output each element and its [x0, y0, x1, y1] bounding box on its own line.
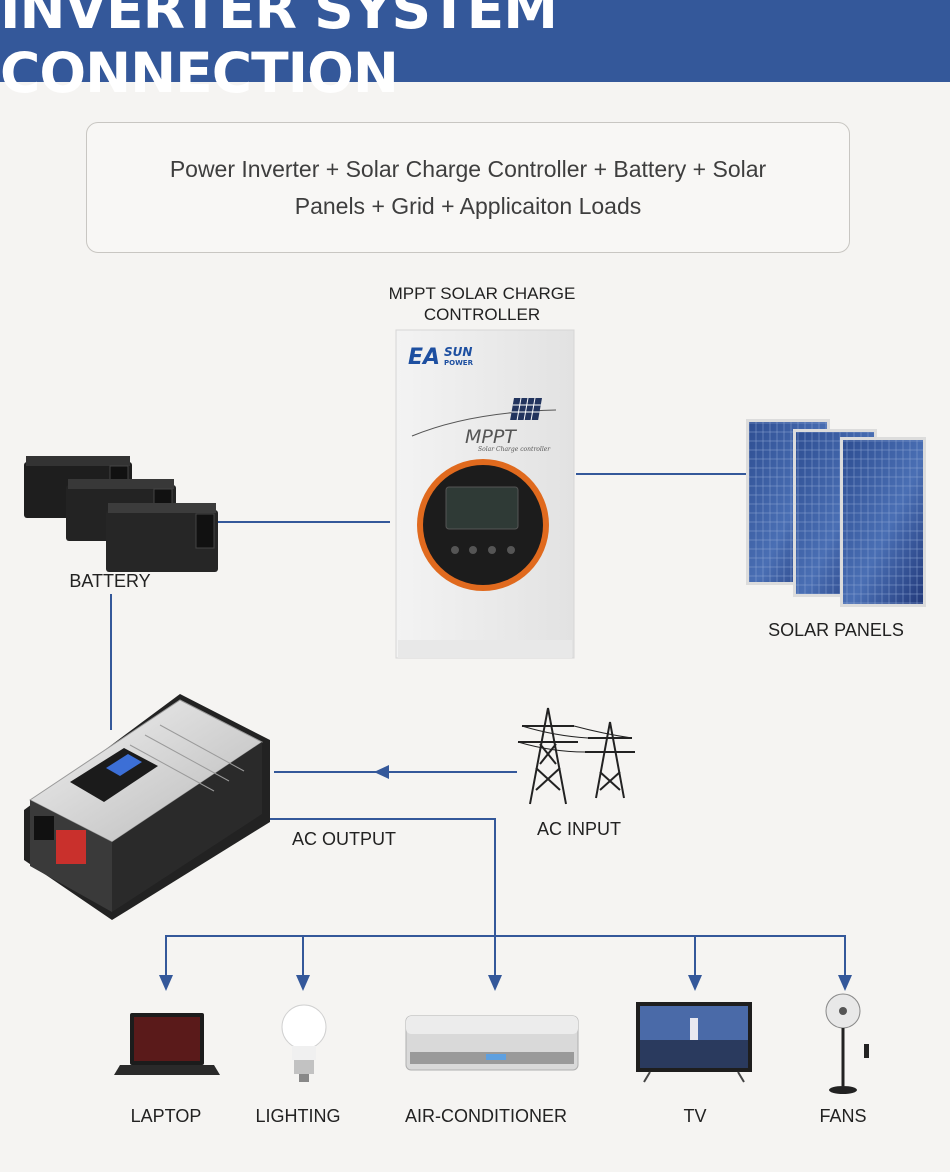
inverter-red-terminal [56, 830, 86, 864]
easun-logo-ea: EA [408, 345, 440, 370]
battery-unit-3 [106, 503, 218, 572]
laptop-icon [114, 1013, 220, 1075]
inverter-lcd [106, 754, 142, 776]
laptop-arrowhead [159, 975, 173, 991]
ac-output-label: AC OUTPUT [291, 829, 396, 849]
load-bus-line [165, 935, 846, 975]
ac-input-arrowhead [374, 765, 389, 779]
fan-arrowhead [838, 975, 852, 991]
lcd-screen [445, 486, 519, 530]
easun-logo-sun: SUN [444, 345, 472, 359]
solar-panels-label: SOLAR PANELS [768, 620, 904, 640]
battery-bank [24, 456, 218, 572]
arrowheads [159, 765, 852, 991]
grid-tower-icon [517, 707, 635, 805]
mppt-model-text: MPPT [465, 426, 517, 448]
system-summary-text: Power Inverter + Solar Charge Controller… [169, 155, 767, 219]
air-conditioner-icon [405, 1015, 579, 1071]
load-label-tv: TV [683, 1106, 707, 1126]
tv-icon [636, 1002, 752, 1083]
load-label-laptop: LAPTOP [130, 1106, 202, 1126]
transmission-tower-1 [518, 707, 578, 805]
load-label-fans: FANS [819, 1106, 867, 1126]
controller-buttons [451, 546, 515, 554]
lighting-arrowhead [296, 975, 310, 991]
load-label-lighting: LIGHTING [255, 1106, 341, 1126]
title-banner: INVERTER SYSTEM CONNECTION [0, 0, 950, 105]
easun-logo-power: POWER [444, 359, 474, 367]
controller-label-line2: CONTROLLER [423, 305, 541, 324]
system-summary-box: Power Inverter + Solar Charge Controller… [86, 122, 850, 253]
inverter-output-line [270, 818, 496, 975]
power-inverter [24, 694, 270, 920]
ac-input-label: AC INPUT [536, 819, 621, 839]
page-title: INVERTER SYSTEM CONNECTION [0, 0, 558, 105]
connectors [110, 473, 846, 975]
load-label-air-conditioner: AIR-CONDITIONER [405, 1106, 567, 1126]
controller-label: MPPT SOLAR CHARGE CONTROLLER [362, 283, 602, 325]
ac-arrowhead [488, 975, 502, 991]
solar-panel-array [746, 419, 926, 607]
solar-panel-3 [840, 437, 926, 607]
mini-solar-panel-icon [510, 398, 542, 420]
transmission-tower-2 [585, 721, 635, 799]
tv-arrowhead [688, 975, 702, 991]
mppt-controller: EA SUN POWER MPPT Solar Charge controlle… [395, 329, 575, 659]
battery-label: BATTERY [69, 571, 151, 591]
controller-label-line1: MPPT SOLAR CHARGE [388, 284, 576, 303]
fan-icon [825, 993, 869, 1094]
mppt-subtitle-text: Solar Charge controller [478, 446, 551, 453]
bulb-icon [281, 1004, 327, 1082]
